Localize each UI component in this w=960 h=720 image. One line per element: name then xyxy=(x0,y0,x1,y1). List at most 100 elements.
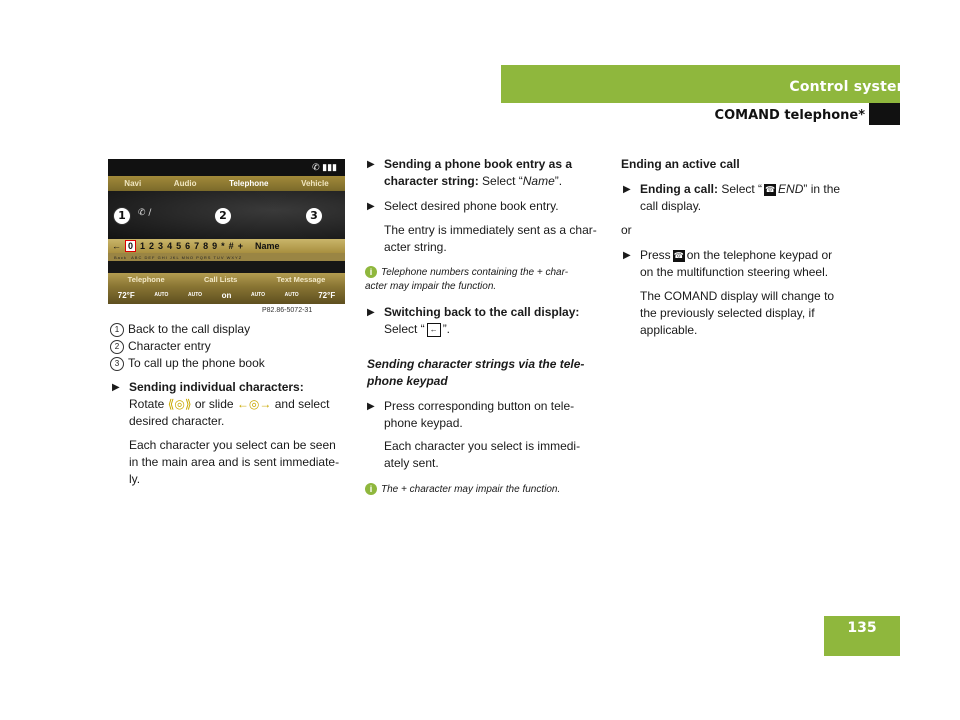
input-field: ✆ / xyxy=(138,208,152,218)
legend-text: Back to the call display xyxy=(128,322,251,336)
text: ”. xyxy=(442,322,451,336)
text: on the telephone keypad or xyxy=(686,248,833,262)
note-text: Telephone numbers containing the + char- xyxy=(381,267,569,278)
page-number-box xyxy=(824,616,900,656)
key-0: 0 xyxy=(125,240,137,252)
key: 5 xyxy=(176,241,182,251)
section-title: Control systems xyxy=(789,79,920,95)
page-number: 135 xyxy=(847,620,877,636)
paragraph-line: The COMAND display will change to xyxy=(640,289,835,303)
softkey-call-lists: Call Lists xyxy=(203,275,238,284)
back-arrow-icon: ← xyxy=(112,241,121,251)
bullet-arrow-icon: ▶ xyxy=(623,250,631,261)
paragraph-line: the previously selected display, if xyxy=(640,306,815,320)
step-line: Select desired phone book entry. xyxy=(384,199,559,213)
text: ”. xyxy=(554,174,563,188)
text: Rotate xyxy=(129,397,165,411)
info-icon: i xyxy=(365,266,377,279)
legend-num: 3 xyxy=(110,356,124,371)
text: character string: xyxy=(384,174,479,188)
paragraph-line: ately sent. xyxy=(384,456,439,470)
step-line: Press☎on the telephone keypad or xyxy=(640,247,832,264)
bullet-arrow-icon: ▶ xyxy=(623,184,631,195)
slide-control-icon: ←◎→ xyxy=(236,397,272,411)
step-line: phone keypad. xyxy=(384,416,463,430)
menu-navi: Navi xyxy=(124,179,142,188)
legend-num: 1 xyxy=(110,322,124,337)
info-note: i Telephone numbers containing the + char… xyxy=(365,266,568,280)
climate-bar: 72°F AUTO AUTO on AUTO AUTO 72°F xyxy=(108,286,345,304)
climate-on: on xyxy=(221,290,232,300)
softkey-telephone: Telephone xyxy=(127,275,165,284)
text: or slide xyxy=(194,397,234,411)
menu-vehicle: Vehicle xyxy=(301,179,329,188)
subsection-title: COMAND telephone* xyxy=(714,108,865,123)
legend-text: Character entry xyxy=(128,339,211,353)
image-code: P82.86-5072-31 xyxy=(262,307,313,314)
note-text: acter may impair the function. xyxy=(365,281,497,292)
temp-left: 72°F xyxy=(117,290,135,300)
key: 9 xyxy=(212,241,218,251)
text: Ending a call: xyxy=(640,182,719,196)
climate-auto: AUTO xyxy=(250,292,266,298)
bullet-arrow-icon: ▶ xyxy=(367,159,375,170)
key: * xyxy=(221,241,225,251)
key: 8 xyxy=(203,241,209,251)
legend-text: To call up the phone book xyxy=(128,356,265,370)
step-title: Switching back to the call display: xyxy=(384,305,580,319)
input-text: / xyxy=(148,208,152,218)
info-note: i The + character may impair the function… xyxy=(365,483,560,497)
text: Select “ xyxy=(482,174,523,188)
rotate-control-icon: ⟪◎⟫ xyxy=(167,397,192,411)
step-line: desired character. xyxy=(129,414,225,428)
note-text: The + character may impair the function. xyxy=(381,484,561,495)
text: Select “ xyxy=(384,322,425,336)
legend-item: 1 Back to the call display xyxy=(110,321,250,338)
callout-1: 1 xyxy=(114,208,130,224)
step-line: on the multifunction steering wheel. xyxy=(640,265,829,279)
temp-right: 72°F xyxy=(318,290,336,300)
section-heading: Ending an active call xyxy=(621,157,740,171)
text: Select “ xyxy=(721,182,763,196)
climate-auto: AUTO xyxy=(154,292,169,298)
screen-gap xyxy=(108,261,345,273)
section-heading: Sending character strings via the tele- xyxy=(367,357,585,371)
menu-telephone: Telephone xyxy=(229,179,269,188)
step-line: character string: Select “Name”. xyxy=(384,173,562,190)
key: 2 xyxy=(149,241,155,251)
paragraph-line: ly. xyxy=(129,472,141,486)
bullet-arrow-icon: ▶ xyxy=(112,382,120,393)
callout-2: 2 xyxy=(215,208,231,224)
paragraph-line: Each character you select can be seen xyxy=(129,438,336,452)
step-line: Ending a call: Select “☎END” in the xyxy=(640,181,840,198)
paragraph-line: Each character you select is immedi- xyxy=(384,439,581,453)
key: 6 xyxy=(185,241,191,251)
back-arrow-icon: ← xyxy=(426,322,441,337)
comand-screen-image: ✆ ▮▮▮ Navi Audio Telephone Vehicle ✆ / ←… xyxy=(108,159,345,304)
status-bar: ✆ ▮▮▮ xyxy=(108,159,345,176)
or-text: or xyxy=(621,223,632,237)
legend-item: 3 To call up the phone book xyxy=(110,355,265,372)
paragraph-line: applicable. xyxy=(640,323,698,337)
legend-num: 2 xyxy=(110,339,124,354)
text: and select xyxy=(274,397,330,411)
step-title: Sending a phone book entry as a xyxy=(384,157,573,171)
text: ” in the xyxy=(803,182,841,196)
step-line: call display. xyxy=(640,199,702,213)
paragraph-line: The entry is immediately sent as a char- xyxy=(384,223,597,237)
bullet-arrow-icon: ▶ xyxy=(367,201,375,212)
step-line: Rotate ⟪◎⟫ or slide ←◎→ and select xyxy=(129,396,329,413)
text: Name xyxy=(522,174,555,188)
key: 7 xyxy=(194,241,200,251)
character-bar: ← 0 1 2 3 4 5 6 7 8 9 * # + Name xyxy=(108,239,345,253)
header-band xyxy=(501,65,900,103)
step-title: Sending individual characters: xyxy=(129,380,304,394)
info-icon: i xyxy=(365,483,377,496)
climate-auto: AUTO xyxy=(187,292,203,298)
callout-3: 3 xyxy=(306,208,322,224)
header-marker xyxy=(869,103,900,125)
key: + xyxy=(237,241,243,251)
paragraph-line: in the main area and is sent immediate- xyxy=(129,455,340,469)
legend-item: 2 Character entry xyxy=(110,338,211,355)
key-name: Name xyxy=(254,241,280,251)
